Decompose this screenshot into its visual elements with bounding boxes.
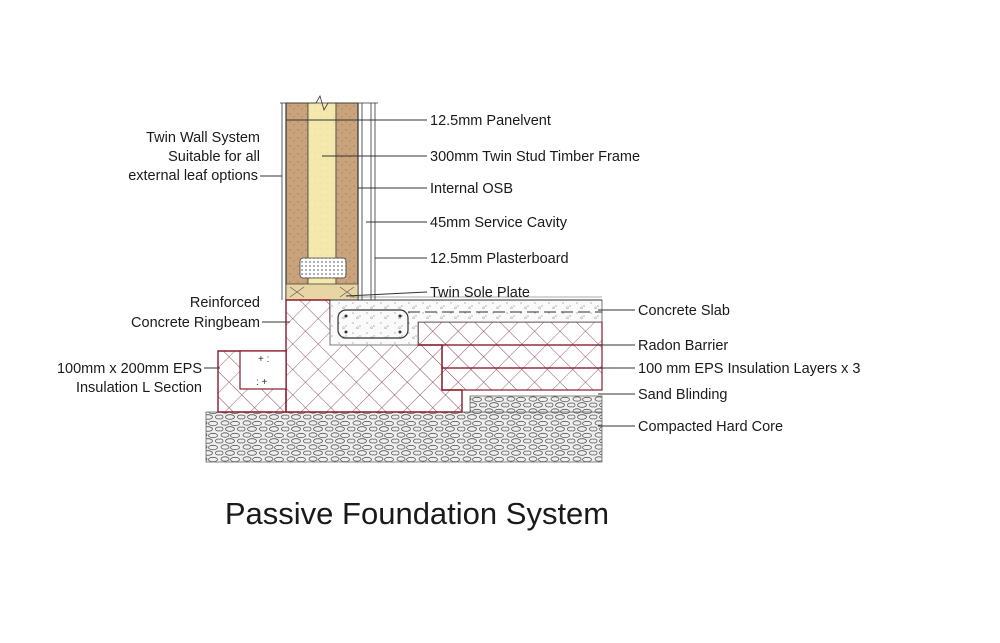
label-eps-layers: 100 mm EPS Insulation Layers x 3 [638,361,860,377]
label-twin-wall-2: Suitable for all [168,149,260,165]
label-eps-l-1: 100mm x 200mm EPS [57,361,202,377]
label-eps-l-2: Insulation L Section [76,380,202,396]
label-ringbeam-2: Concrete Ringbeam [131,315,260,331]
label-panelvent: 12.5mm Panelvent [430,113,551,129]
label-hard-core: Compacted Hard Core [638,419,783,435]
label-timber-frame: 300mm Twin Stud Timber Frame [430,149,640,165]
leader-lines [204,119,635,427]
concrete-slab [329,296,603,346]
label-twin-wall-3: external leaf options [128,168,258,184]
svg-text:: +: : + [256,377,268,388]
compacted-hard-core [205,395,603,463]
label-sole-plate: Twin Sole Plate [430,285,530,301]
diagram-title: Passive Foundation System [225,496,609,531]
label-twin-wall-1: Twin Wall System [146,130,260,146]
twin-wall [280,94,378,301]
label-ringbeam-1: Reinforced [190,295,260,311]
label-concrete-slab: Concrete Slab [638,303,730,319]
label-service-cavity: 45mm Service Cavity [430,215,568,231]
label-radon-barrier: Radon Barrier [638,338,728,354]
left-labels: Twin Wall System Suitable for all extern… [57,130,260,396]
label-internal-osb: Internal OSB [430,181,513,197]
label-plasterboard: 12.5mm Plasterboard [430,251,569,267]
svg-text:+ :: + : [258,354,269,365]
right-labels: 12.5mm Panelvent 300mm Twin Stud Timber … [430,113,860,435]
label-sand-blinding: Sand Blinding [638,387,728,403]
